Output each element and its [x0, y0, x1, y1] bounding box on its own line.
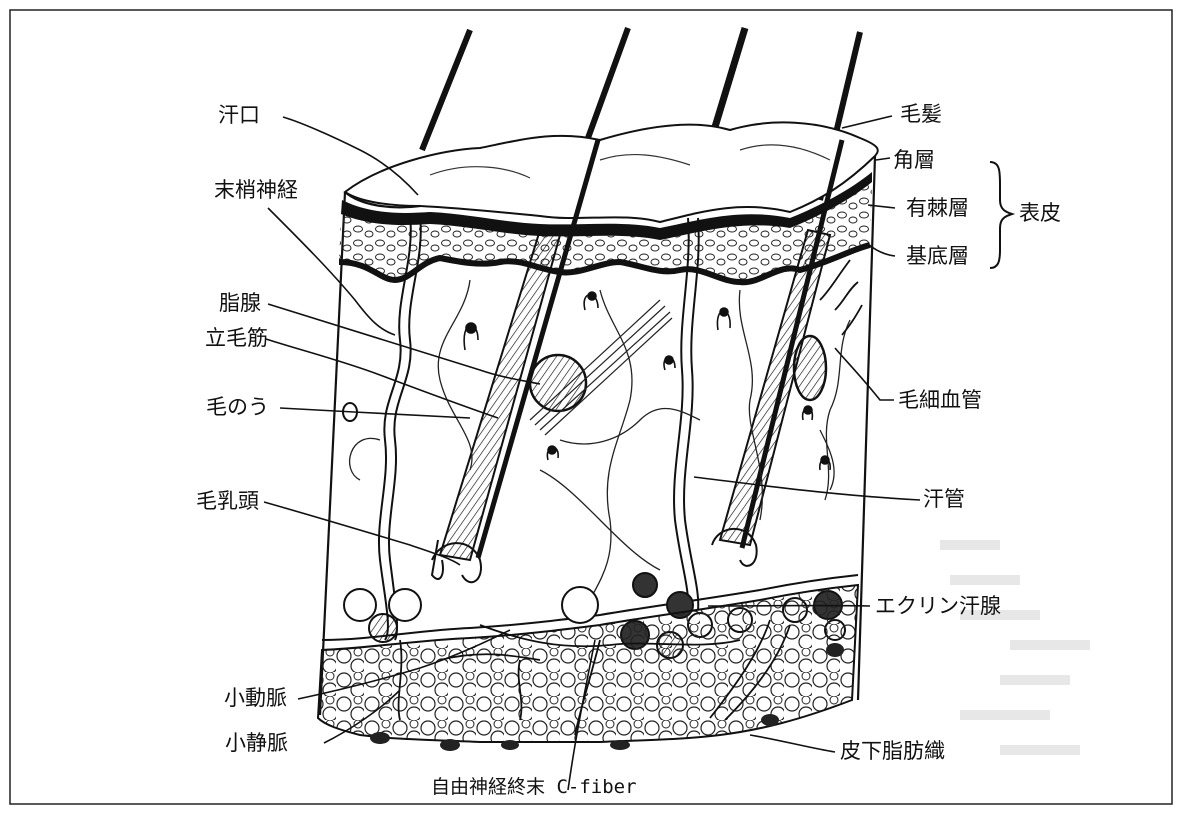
- label-arteriole: 小動脈: [224, 688, 287, 709]
- label-stratum-spinosum: 有棘層: [906, 198, 969, 219]
- label-hair-follicle: 毛のう: [206, 397, 269, 418]
- label-capillary: 毛細血管: [898, 390, 982, 411]
- label-stratum-corneum: 角層: [893, 150, 935, 171]
- label-sebaceous-gland: 脂腺: [219, 293, 261, 314]
- label-peripheral-nerve: 末梢神経: [214, 180, 298, 201]
- sebaceous-gland-right: [794, 336, 826, 400]
- label-eccrine-gland: エクリン汗腺: [875, 596, 1001, 617]
- scan-bleed-through: [940, 540, 1090, 755]
- label-dermal-papilla: 毛乳頭: [196, 491, 259, 512]
- capillary-top-right: [820, 260, 862, 335]
- label-stratum-basale: 基底層: [906, 246, 969, 267]
- label-venule: 小静脈: [225, 733, 288, 754]
- label-subcutaneous-fat: 皮下脂肪織: [840, 741, 945, 762]
- label-hair: 毛髪: [900, 104, 942, 125]
- label-free-nerve-ending: 自由神経終末 C-fiber: [431, 778, 637, 797]
- label-sweat-pore: 汗口: [218, 105, 260, 126]
- label-epidermis: 表皮: [1019, 203, 1061, 224]
- label-arrector-pili: 立毛筋: [205, 328, 268, 349]
- label-sweat-duct: 汗管: [923, 489, 965, 510]
- epidermis-brace: [990, 162, 1012, 268]
